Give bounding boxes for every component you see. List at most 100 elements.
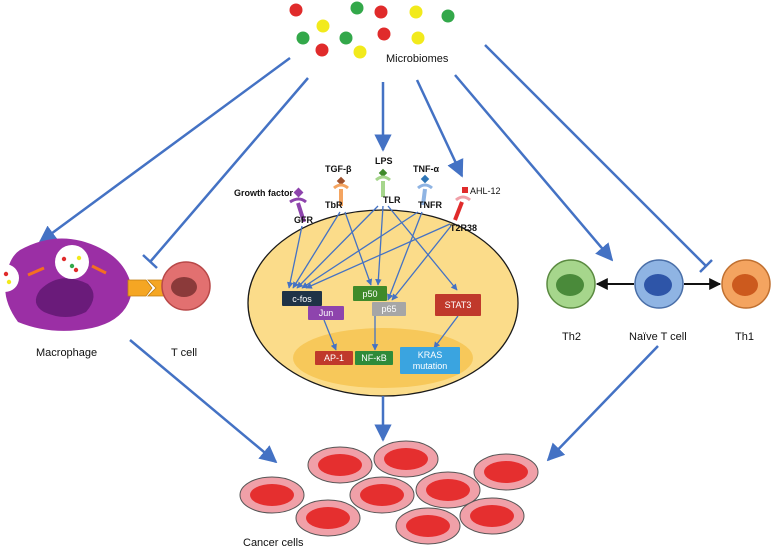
microbe-dot xyxy=(3,271,9,277)
macrophage-dash xyxy=(27,266,45,277)
microbe-dot xyxy=(411,31,425,45)
jun-box xyxy=(308,306,344,320)
cancer-cell-nucleus xyxy=(406,515,450,537)
signaling-arrows xyxy=(287,205,459,351)
signal-arrow xyxy=(387,211,423,301)
signal-arrow xyxy=(305,223,451,289)
cancer-cell-nucleus xyxy=(470,505,514,527)
p65-label: p65 xyxy=(381,304,396,314)
tlr-label: TLR xyxy=(383,195,401,205)
cancer-cell-nucleus xyxy=(250,484,294,506)
th-to-cancer-arrow xyxy=(546,345,659,462)
tnf-alpha-ligand xyxy=(420,174,430,184)
ap1-label: AP-1 xyxy=(324,353,344,363)
microbe-dot xyxy=(289,3,303,17)
gfr-stem xyxy=(296,202,306,223)
gfr-receptor xyxy=(289,197,307,204)
receptors: Growth factor GFR TGF-β TbR LPS TLR TNF-… xyxy=(234,156,501,233)
growth-factor-label: Growth factor xyxy=(234,188,293,198)
tbr-receptor xyxy=(333,183,349,190)
microbe-dot xyxy=(441,9,455,23)
inhibit-to-th1 xyxy=(484,44,707,267)
signal-arrow xyxy=(296,205,379,289)
signal-arrow xyxy=(323,319,337,351)
microbe-dot xyxy=(315,43,329,57)
kras-label-line1: KRAS xyxy=(418,350,443,360)
th1-label: Th1 xyxy=(735,331,754,343)
microbiomes-label: Microbiomes xyxy=(386,53,449,65)
ahl12-ligand xyxy=(462,187,468,193)
ahl12-label: AHL-12 xyxy=(470,186,501,196)
signal-arrow xyxy=(375,205,384,286)
microbe-dot xyxy=(296,31,310,45)
signal-arrow xyxy=(287,225,303,289)
kras-label-line2: mutation xyxy=(413,361,448,371)
cancer-cell-nucleus xyxy=(384,448,428,470)
t2r38-stem xyxy=(453,201,464,221)
tgf-beta-ligand xyxy=(336,176,346,186)
th-cells xyxy=(546,259,771,309)
tnfr-label: TNFR xyxy=(418,200,442,210)
arrow-to-th2 xyxy=(454,74,614,262)
signal-arrow xyxy=(344,211,373,286)
th2-label: Th2 xyxy=(562,331,581,343)
arrow-to-tnf xyxy=(415,79,464,178)
signal-arrow xyxy=(387,205,458,291)
nfkb-label: NF-κB xyxy=(361,353,387,363)
macrophage-to-cancer-arrow xyxy=(129,339,278,464)
microbe-dot xyxy=(316,19,330,33)
cancer-cell-nucleus xyxy=(484,461,528,483)
signaling-boxes: c-fos Jun p50 p65 STAT3 AP-1 NF-κB KRAS … xyxy=(282,286,481,374)
microbe-dot xyxy=(73,267,79,273)
naive-t-cell-label: Naïve T cell xyxy=(629,331,687,343)
tnf-alpha-label: TNF-α xyxy=(413,164,439,174)
lps-label: LPS xyxy=(375,156,393,166)
signal-arrow xyxy=(391,225,452,301)
macrophage-nucleus xyxy=(35,278,94,317)
gfr-label: GFR xyxy=(294,215,313,225)
growth-factor-ligand xyxy=(293,187,304,198)
macrophage-label: Macrophage xyxy=(36,347,97,359)
naive-t-cell-nucleus xyxy=(644,274,672,296)
t-cell-nucleus xyxy=(171,277,197,297)
microbe-dot xyxy=(76,255,82,261)
stat3-box xyxy=(435,294,481,316)
microbe-dot xyxy=(69,263,75,269)
lps-ligand xyxy=(378,168,388,178)
tnfr-receptor xyxy=(417,183,433,190)
microbe-dot xyxy=(409,5,423,19)
signal-arrow xyxy=(301,211,419,289)
signal-arrow xyxy=(433,315,459,349)
t-cell-label: T cell xyxy=(171,347,197,359)
microbe-dot xyxy=(353,45,367,59)
microbe-dot xyxy=(6,279,12,285)
microbe-dot xyxy=(377,27,391,41)
cancer-cell-nucleus xyxy=(318,454,362,476)
microbe-dot xyxy=(339,31,353,45)
macrophage xyxy=(0,238,133,331)
t2r38-label: T2R38 xyxy=(450,223,477,233)
macrophage-vacuole xyxy=(55,245,89,279)
th2-nucleus xyxy=(556,274,584,296)
th1-nucleus xyxy=(732,274,758,296)
signal-arrow xyxy=(292,211,341,289)
arrow-to-macrophage xyxy=(38,56,291,244)
inhibit-to-t-cell xyxy=(149,77,309,263)
cfos-box xyxy=(282,291,322,306)
p50-box xyxy=(353,286,387,301)
microbe-dot xyxy=(374,5,388,19)
tbr-label: TbR xyxy=(325,200,343,210)
tgf-beta-label: TGF-β xyxy=(325,164,352,174)
tlr-receptor xyxy=(375,175,391,182)
p50-label: p50 xyxy=(362,289,377,299)
stat3-label: STAT3 xyxy=(445,300,472,310)
cancer-cell-nucleus xyxy=(426,479,470,501)
t2r38-receptor xyxy=(455,195,471,202)
antigen-presenter xyxy=(127,279,153,297)
th1-inhibition-bar xyxy=(699,259,713,273)
microbe-dot xyxy=(61,256,67,262)
microbiome-arrows xyxy=(38,44,707,267)
jun-label: Jun xyxy=(319,308,334,318)
microbe-dot xyxy=(350,1,364,15)
